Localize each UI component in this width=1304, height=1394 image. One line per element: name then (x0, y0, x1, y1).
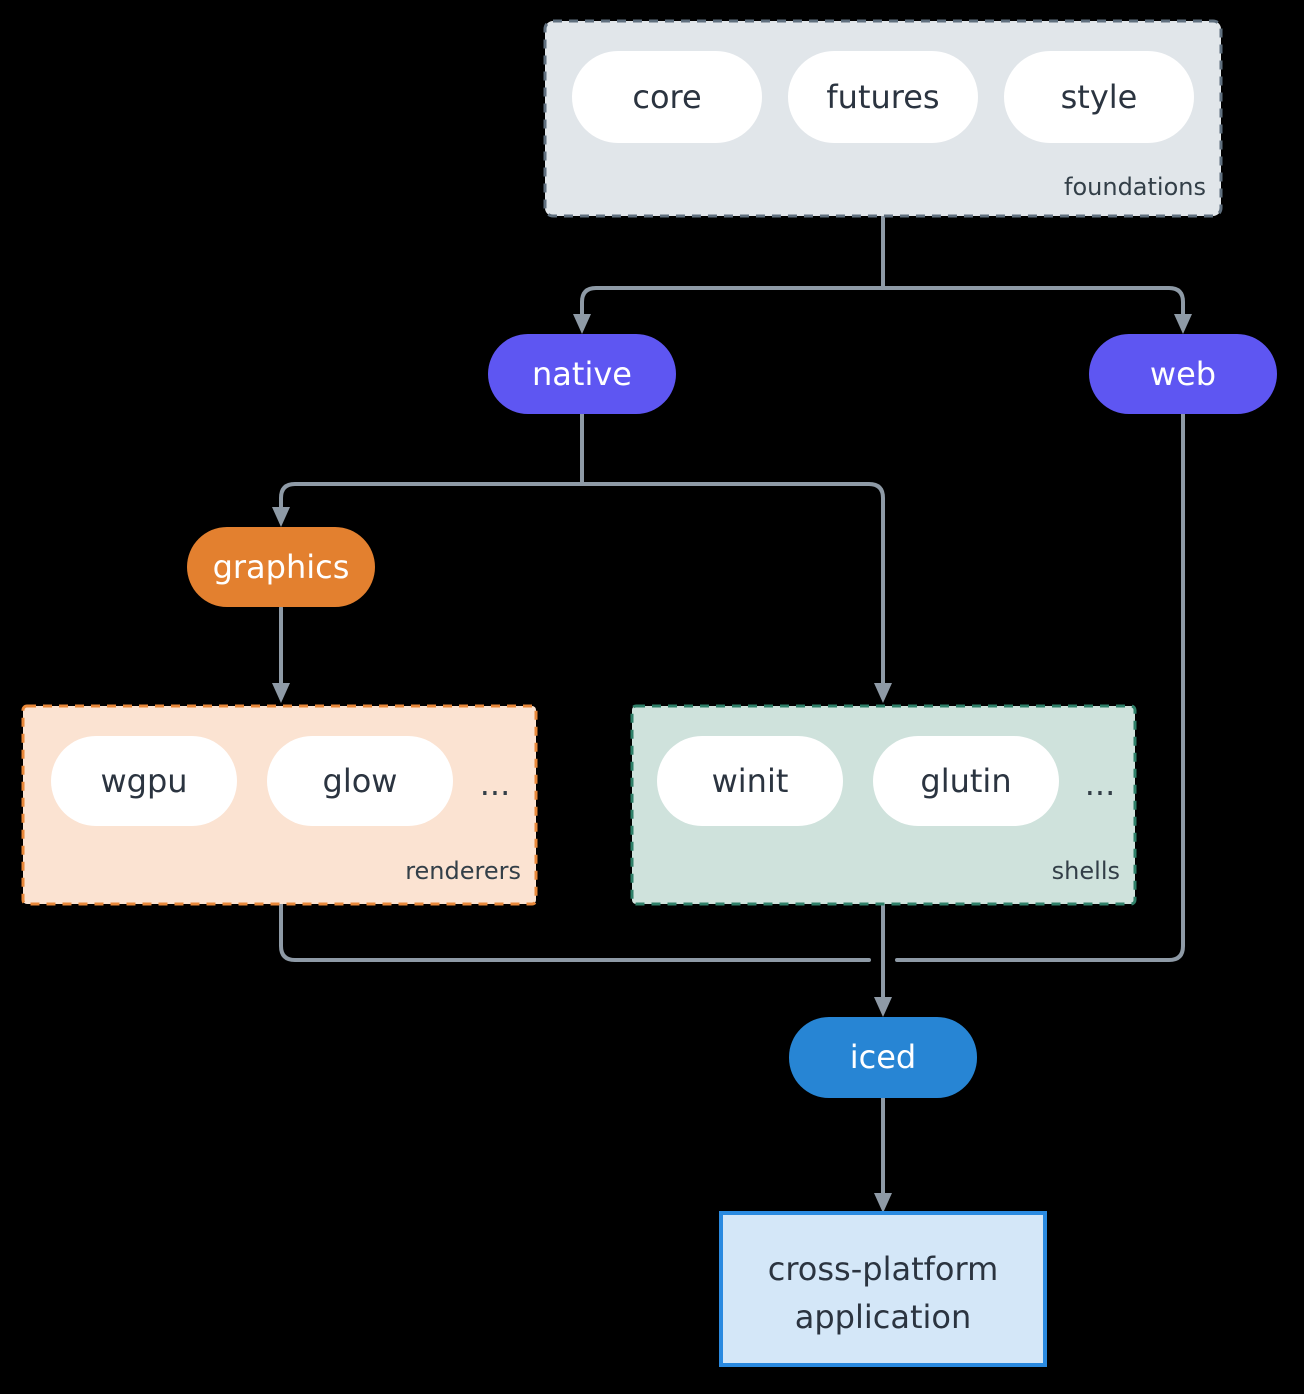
edge-layer (272, 214, 1192, 1213)
renderers-ellipsis: ... (480, 765, 511, 803)
node-web-label: web (1150, 355, 1216, 393)
chip-glutin-label: glutin (920, 762, 1011, 800)
application-label-line1: cross-platform (768, 1250, 998, 1288)
shells-ellipsis: ... (1085, 765, 1116, 803)
application-label-line2: application (795, 1298, 972, 1336)
arrowhead-shells-top (874, 683, 892, 703)
edge-native-to-graphics (279, 482, 584, 514)
edge-web-to-bus (895, 412, 1185, 962)
node-iced-shape (789, 1017, 977, 1098)
node-native[interactable]: native (488, 334, 676, 414)
edge-foundations-to-native (580, 286, 885, 322)
chip-core[interactable] (572, 51, 762, 143)
group-renderers-caption: renderers (405, 857, 521, 885)
chip-glow-label: glow (323, 762, 398, 800)
chip-futures-label: futures (826, 78, 939, 116)
edge-native-to-shells (580, 482, 885, 690)
node-cross-platform-application[interactable]: cross-platform application (719, 1211, 1047, 1367)
chip-style-label: style (1061, 78, 1138, 116)
arrowhead-application-top (874, 1193, 892, 1213)
chip-wgpu-label: wgpu (100, 762, 187, 800)
group-shells-caption: shells (1052, 857, 1120, 885)
chip-glow[interactable] (267, 736, 453, 826)
node-graphics-shape (187, 527, 375, 607)
node-native-shape (488, 334, 676, 414)
edge-renderers-to-bus (279, 902, 871, 962)
node-web[interactable]: web (1089, 334, 1277, 414)
group-foundations[interactable]: core futures style foundations (543, 19, 1223, 218)
arrowhead-web-top (1174, 314, 1192, 334)
arrowhead-graphics-top (272, 507, 290, 527)
edge-foundations-to-web (881, 286, 1185, 322)
node-web-shape (1089, 334, 1277, 414)
node-iced[interactable]: iced (789, 1017, 977, 1098)
arrowhead-iced-top (874, 997, 892, 1017)
chip-winit[interactable] (657, 736, 843, 826)
node-graphics[interactable]: graphics (187, 527, 375, 607)
application-box-shape (719, 1211, 1047, 1367)
chip-winit-label: winit (712, 762, 789, 800)
node-native-label: native (532, 355, 632, 393)
node-iced-label: iced (850, 1038, 916, 1076)
group-shells[interactable]: winit glutin ... shells (630, 704, 1137, 906)
chip-glutin[interactable] (873, 736, 1059, 826)
arrowhead-native-top (573, 314, 591, 334)
chip-style[interactable] (1004, 51, 1194, 143)
chip-wgpu[interactable] (51, 736, 237, 826)
chip-core-label: core (632, 78, 701, 116)
chip-futures[interactable] (788, 51, 978, 143)
arrowhead-renderers-top (272, 683, 290, 703)
group-renderers[interactable]: wgpu glow ... renderers (21, 704, 538, 906)
group-foundations-caption: foundations (1064, 173, 1206, 201)
node-graphics-label: graphics (213, 548, 350, 586)
